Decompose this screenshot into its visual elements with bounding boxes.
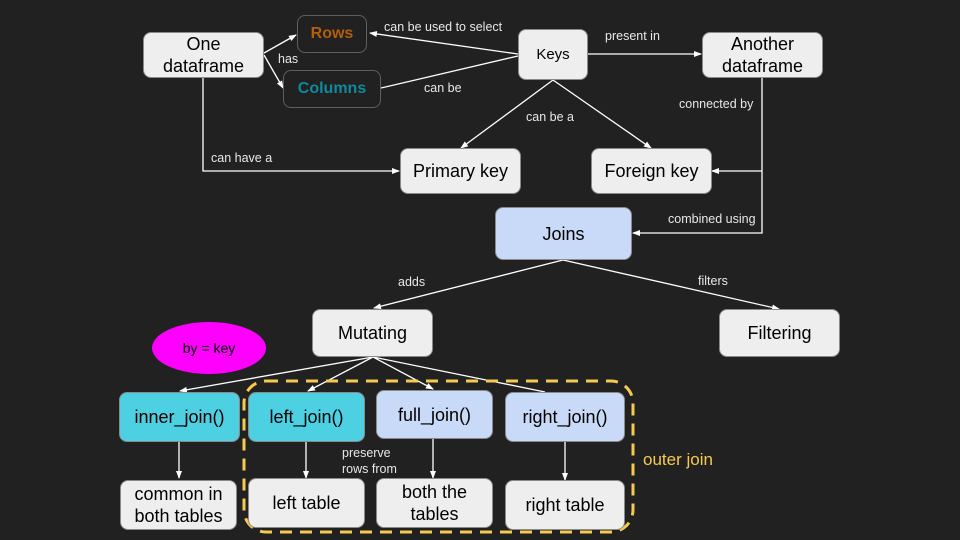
label-adds: adds: [398, 275, 426, 289]
label-can-have-a: can have a: [211, 151, 273, 165]
node-filtering[interactable]: Filtering: [719, 309, 840, 357]
label-connected-by: connected by: [679, 97, 754, 111]
node-mutating[interactable]: Mutating: [312, 309, 433, 357]
node-inner-join[interactable]: inner_join(): [119, 392, 240, 442]
label-present-in: present in: [605, 29, 660, 43]
node-right-table[interactable]: right table: [505, 480, 625, 530]
edge-joins-filtering: [562, 259, 780, 311]
edge-columns-keys: [380, 55, 519, 89]
edge-df-primary: [202, 78, 400, 174]
node-right-join[interactable]: right_join(): [505, 392, 625, 442]
edge-keys-foreign: [552, 79, 652, 149]
label-combined-using: combined using: [668, 212, 756, 226]
node-left-table[interactable]: left table: [248, 478, 365, 528]
edge-mutating-right: [372, 356, 546, 393]
node-another-dataframe[interactable]: Another dataframe: [702, 32, 823, 78]
node-rows[interactable]: Rows: [297, 15, 367, 53]
node-left-join[interactable]: left_join(): [248, 392, 365, 442]
label-can-be: can be: [424, 81, 462, 95]
node-by-key[interactable]: by = key: [152, 322, 266, 374]
node-common-both-tables[interactable]: common in both tables: [120, 480, 237, 530]
label-filters: filters: [698, 274, 728, 288]
node-both-tables[interactable]: both the tables: [376, 478, 493, 528]
edge-keys-primary: [460, 79, 554, 149]
label-has: has: [278, 52, 299, 66]
label-can-be-a: can be a: [526, 110, 574, 124]
edge-df-columns: [263, 54, 284, 89]
label-outer-join: outer join: [643, 450, 713, 469]
node-columns[interactable]: Columns: [283, 70, 381, 108]
node-joins[interactable]: Joins: [495, 207, 632, 260]
node-primary-key[interactable]: Primary key: [400, 148, 521, 194]
node-foreign-key[interactable]: Foreign key: [591, 148, 712, 194]
edge-another-joins: [632, 78, 763, 236]
edge-mutating-inner: [179, 356, 374, 393]
node-keys[interactable]: Keys: [518, 29, 588, 80]
edge-df-rows: [263, 34, 297, 54]
node-one-dataframe[interactable]: One dataframe: [143, 32, 264, 78]
node-full-join[interactable]: full_join(): [376, 390, 493, 439]
edge-mutating-left: [307, 356, 374, 392]
label-can-be-used-to-select: can be used to select: [384, 20, 503, 34]
label-preserve-rows-from: preserve rows from: [342, 446, 397, 476]
edge-keys-rows: [369, 31, 519, 55]
edge-mutating-full: [372, 356, 434, 390]
edge-joins-mutating: [373, 259, 564, 310]
